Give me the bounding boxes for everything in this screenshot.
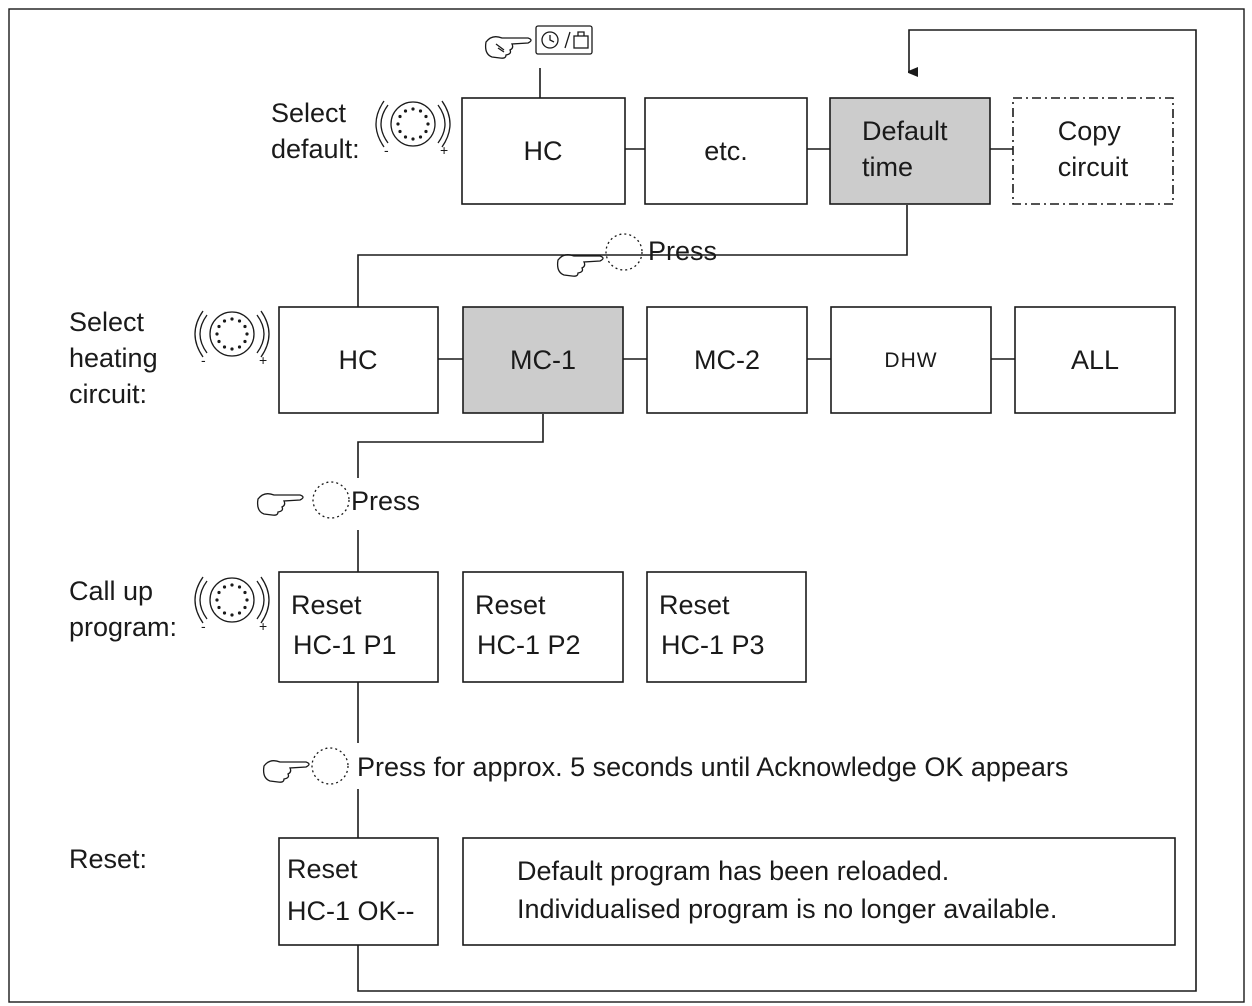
circuit-box-dhw[interactable] xyxy=(830,306,992,414)
knob-dot xyxy=(237,611,242,615)
svg-text:ALL: ALL xyxy=(1071,345,1119,375)
knob-dot xyxy=(411,137,415,141)
svg-text:Reset HC-1 P2: Reset HC-1 P2 xyxy=(475,590,581,660)
program-box-p1[interactable] xyxy=(278,571,439,683)
svg-text:MC-2: MC-2 xyxy=(694,345,760,375)
option-box-etc[interactable] xyxy=(644,97,808,205)
knob-press-icon[interactable] xyxy=(312,481,350,519)
knob-dot xyxy=(237,345,242,349)
svg-text:Press for approx. 5 seconds un: Press for approx. 5 seconds until Acknow… xyxy=(357,752,1068,782)
svg-text:-: - xyxy=(201,352,206,368)
knob-dot xyxy=(222,319,227,323)
svg-text:Reset HC-1 P1: Reset HC-1 P1 xyxy=(291,590,397,660)
knob-dot xyxy=(403,109,408,113)
knob-dot xyxy=(215,332,219,336)
knob-dot xyxy=(215,598,219,602)
knob-dot xyxy=(230,347,234,351)
row-call-up-program: Call up program: - + Reset HC-1 P1 Reset… xyxy=(69,571,807,683)
press-instruction-1: Press xyxy=(556,233,717,277)
svg-text:DHW: DHW xyxy=(884,349,937,372)
program-box-p2[interactable] xyxy=(462,571,624,683)
option-box-default-time[interactable] xyxy=(829,97,991,205)
program-box-p3[interactable] xyxy=(646,571,807,683)
option-etc-text: etc. xyxy=(704,136,748,166)
row1-label: Select default: xyxy=(271,98,360,164)
connector-lines xyxy=(357,29,1197,992)
hand-pointer-icon xyxy=(262,760,310,783)
svg-text:+: + xyxy=(440,142,448,158)
press-instruction-3: Press for approx. 5 seconds until Acknow… xyxy=(262,747,1068,785)
knob-dot xyxy=(245,332,249,336)
knob-press-icon[interactable] xyxy=(311,747,349,785)
option-hc-text: HC xyxy=(524,136,563,166)
knob-dot xyxy=(411,107,415,111)
hand-pointer-icon xyxy=(484,36,532,59)
svg-text:MC-1: MC-1 xyxy=(510,345,576,375)
svg-text:-: - xyxy=(201,618,206,634)
row4-label: Reset: xyxy=(69,844,147,874)
press-instruction-2: Press xyxy=(256,481,420,519)
svg-text:-: - xyxy=(384,142,389,158)
knob-dot xyxy=(418,109,423,113)
svg-text:Reset HC-1 OK--: Reset HC-1 OK-- xyxy=(287,854,415,926)
knob-dot xyxy=(230,613,234,617)
knob-dot xyxy=(398,114,402,119)
reset-ok-box xyxy=(278,837,439,946)
knob-dot xyxy=(237,319,242,323)
rotary-knob-icon[interactable]: - + xyxy=(194,576,270,634)
svg-text:Press: Press xyxy=(648,236,717,266)
row2-label: Select heating circuit: xyxy=(69,307,165,409)
diagram-frame xyxy=(8,8,1245,1003)
knob-dot xyxy=(426,122,430,126)
knob-dot xyxy=(245,598,249,602)
knob-dot xyxy=(222,585,227,589)
row-select-default: Select default: - + HC etc. Default time… xyxy=(271,97,1174,205)
knob-dot xyxy=(222,345,227,349)
knob-dot xyxy=(217,324,221,329)
knob-dot xyxy=(217,590,221,595)
knob-press-icon[interactable] xyxy=(605,233,643,271)
circuit-box-mc2[interactable] xyxy=(646,306,808,414)
svg-text:Default program has been reloa: Default program has been reloaded. Indiv… xyxy=(517,856,1057,924)
row-reset: Reset: Reset HC-1 OK-- Default program h… xyxy=(69,837,1176,946)
clock-suitcase-button-icon[interactable] xyxy=(535,25,593,55)
svg-text:Reset HC-1 P3: Reset HC-1 P3 xyxy=(659,590,765,660)
knob-dot xyxy=(403,135,408,139)
svg-text:+: + xyxy=(259,618,267,634)
option-box-hc[interactable] xyxy=(461,97,626,205)
row3-label: Call up program: xyxy=(69,576,177,642)
hand-pointer-icon xyxy=(556,254,604,277)
loop-back-arrow xyxy=(357,29,1197,992)
knob-dot xyxy=(217,605,221,610)
knob-dot xyxy=(243,590,247,595)
knob-dot xyxy=(424,114,428,119)
circuit-box-all[interactable] xyxy=(1014,306,1176,414)
knob-dot xyxy=(424,129,428,134)
svg-text:Press: Press xyxy=(351,486,420,516)
knob-dot xyxy=(230,317,234,321)
knob-dot xyxy=(217,339,221,344)
option-box-copy-circuit[interactable] xyxy=(1012,97,1174,205)
circuit-box-mc1[interactable] xyxy=(462,306,624,414)
rotary-knob-icon[interactable]: - + xyxy=(194,310,270,368)
knob-dot xyxy=(230,583,234,587)
reset-message-box xyxy=(462,837,1176,946)
rotary-knob-icon[interactable]: - + xyxy=(375,100,451,158)
knob-dot xyxy=(243,339,247,344)
option-copy-circuit-text: Copy circuit xyxy=(1058,116,1129,182)
row-select-heating-circuit: Select heating circuit: - + HC MC-1 MC-2… xyxy=(69,306,1176,414)
knob-dot xyxy=(243,324,247,329)
knob-dot xyxy=(243,605,247,610)
option-default-time-text: Default time xyxy=(862,116,955,182)
knob-dot xyxy=(396,122,400,126)
svg-text:HC: HC xyxy=(339,345,378,375)
hand-pointer-icon xyxy=(256,493,304,516)
svg-text:+: + xyxy=(259,352,267,368)
knob-dot xyxy=(418,135,423,139)
knob-dot xyxy=(222,611,227,615)
knob-dot xyxy=(398,129,402,134)
circuit-box-hc[interactable] xyxy=(278,306,439,414)
knob-dot xyxy=(237,585,242,589)
